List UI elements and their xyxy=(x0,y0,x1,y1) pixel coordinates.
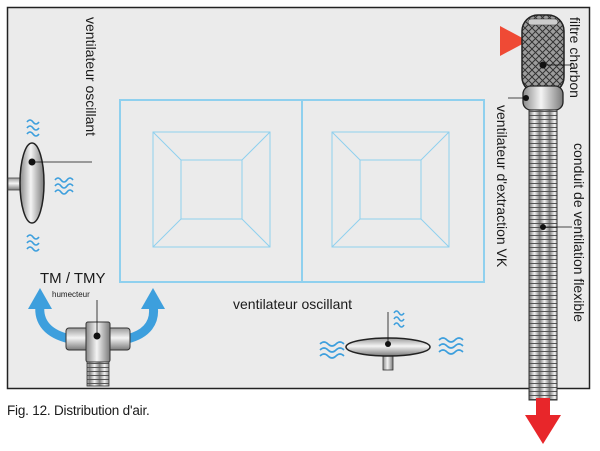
light-reflectors xyxy=(119,99,485,283)
reflector-left xyxy=(152,131,271,248)
label-charcoal-filter: filtre charbon xyxy=(567,17,583,98)
label-extraction-fan: ventilateur d'extraction VK xyxy=(494,105,510,268)
airflow-waves-icon xyxy=(319,310,464,359)
label-flexible-duct: conduit de ventilation flexible xyxy=(571,143,587,322)
airflow-arrow-right-icon xyxy=(122,300,159,344)
oscillating-fan-left xyxy=(7,119,92,252)
flexible-duct xyxy=(528,109,558,401)
humidifier-unit xyxy=(28,288,165,387)
figure-caption: Fig. 12. Distribution d'air. xyxy=(7,403,150,418)
reflector-right xyxy=(331,131,450,248)
label-humidifier: humecteur xyxy=(52,290,90,299)
oscillating-fan-bottom xyxy=(319,310,464,371)
inflow-arrow-icon xyxy=(500,26,528,56)
exhaust-arrow-icon xyxy=(525,415,561,444)
label-fan-left: ventilateur oscillant xyxy=(83,17,99,136)
charcoal-filter xyxy=(521,14,565,94)
label-fan-bottom: ventilateur oscillant xyxy=(233,296,352,312)
airflow-arrow-left-icon xyxy=(35,300,75,344)
exhaust-column xyxy=(435,14,572,444)
label-unit: TM / TMY xyxy=(40,270,106,287)
airflow-waves-icon xyxy=(26,119,74,252)
